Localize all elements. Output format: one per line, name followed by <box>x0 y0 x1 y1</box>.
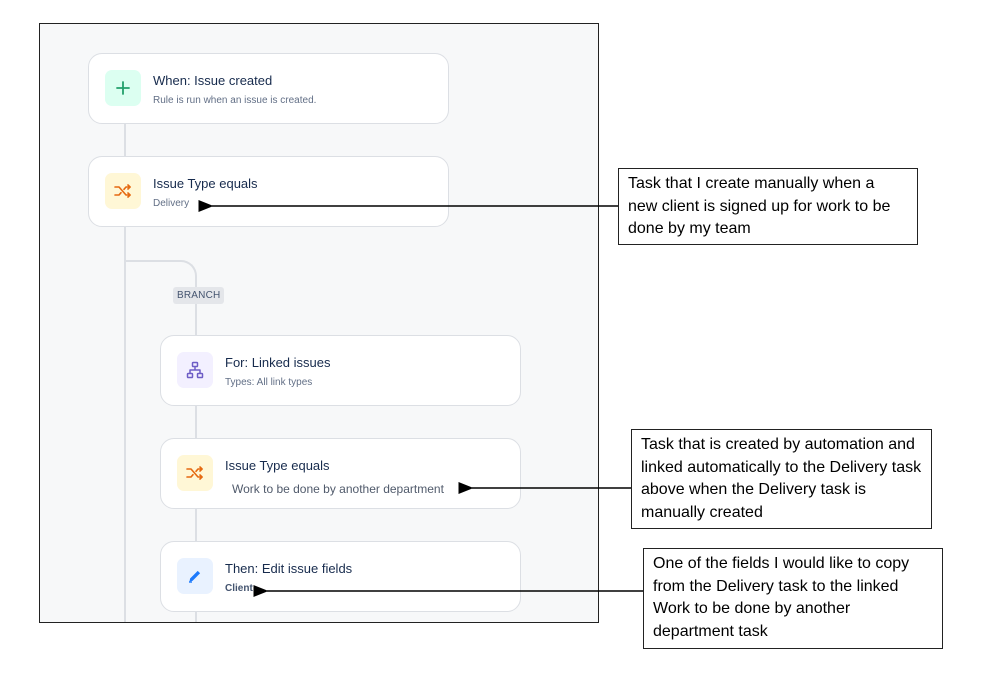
condition-value: Work to be done by another department <box>232 482 444 496</box>
trigger-subtitle: Rule is run when an issue is created. <box>153 95 317 106</box>
trigger-title: When: Issue created <box>153 73 273 88</box>
plus-icon <box>105 70 141 106</box>
condition-value: Delivery <box>153 198 190 209</box>
branch-rule-subtitle: Types: All link types <box>225 377 313 388</box>
branch-rule-card[interactable]: For: Linked issues Types: All link types <box>160 335 521 406</box>
condition-card-work[interactable]: Issue Type equals Work to be done by ano… <box>160 438 521 509</box>
linked-issue-annotation: Task that is created by automation and l… <box>631 429 932 529</box>
hierarchy-icon <box>177 352 213 388</box>
shuffle-icon <box>105 173 141 209</box>
action-title: Then: Edit issue fields <box>225 561 353 576</box>
condition-card-delivery[interactable]: Issue Type equals Delivery <box>88 156 449 227</box>
branch-connector-curve <box>125 260 197 300</box>
trigger-card[interactable]: When: Issue created Rule is run when an … <box>88 53 449 124</box>
field-annotation: One of the fields I would like to copy f… <box>643 548 943 649</box>
delivery-annotation: Task that I create manually when a new c… <box>618 168 918 245</box>
main-connector-line <box>124 124 126 622</box>
condition-title: Issue Type equals <box>225 458 330 473</box>
condition-title: Issue Type equals <box>153 176 258 191</box>
branch-rule-title: For: Linked issues <box>225 355 331 370</box>
automation-rule-canvas: BRANCH When: Issue created Rule is run w… <box>39 23 599 623</box>
action-card[interactable]: Then: Edit issue fields Client <box>160 541 521 612</box>
action-field: Client <box>225 583 253 594</box>
branch-label: BRANCH <box>173 287 225 304</box>
pencil-icon <box>177 558 213 594</box>
shuffle-icon <box>177 455 213 491</box>
